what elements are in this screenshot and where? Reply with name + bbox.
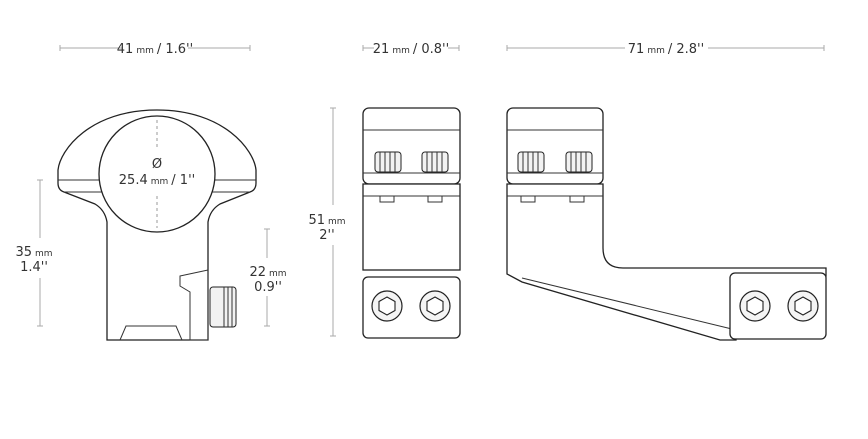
scope-tube-circle: [98, 115, 216, 233]
offset-screw-left: [517, 151, 545, 173]
clamp-knob: [209, 286, 237, 328]
side-view: [362, 107, 461, 339]
front-height-imperial: 1.4'': [20, 260, 48, 275]
side-body: [362, 183, 461, 271]
offset-base: [729, 272, 827, 340]
offset-view: [506, 107, 827, 341]
clamp-jaw: [179, 269, 209, 341]
side-height-imperial: 2'': [319, 228, 334, 243]
side-screw-left: [374, 151, 402, 173]
base-height-imperial: 0.9'': [254, 280, 282, 295]
offset-screw-right: [565, 151, 593, 173]
side-screw-right: [421, 151, 449, 173]
offset-arm: [506, 183, 827, 341]
ring-diameter-symbol: Ø: [152, 157, 162, 172]
